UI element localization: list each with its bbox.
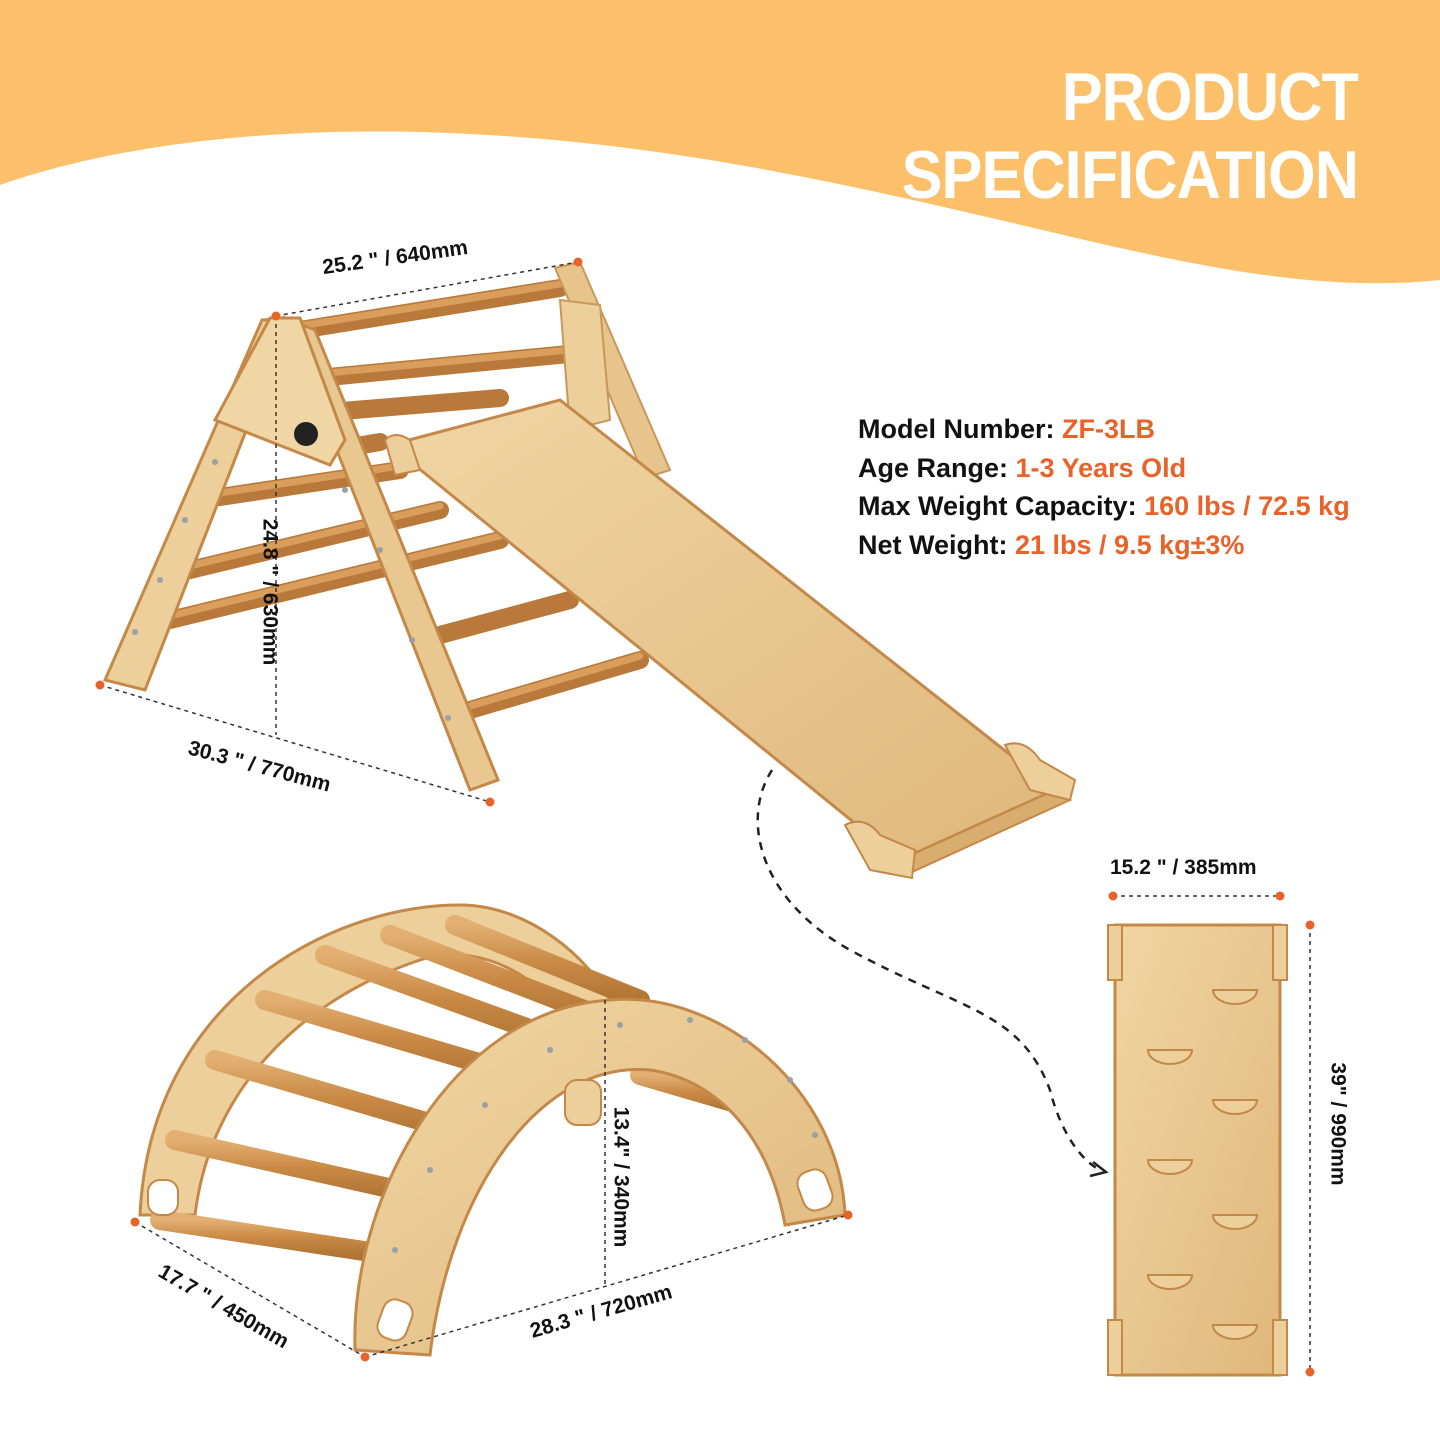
spec-row-weight: Net Weight: 21 lbs / 9.5 kg±3%	[858, 526, 1350, 565]
spec-value: 21 lbs / 9.5 kg±3%	[1015, 529, 1245, 560]
page-title: PRODUCT SPECIFICATION	[818, 58, 1359, 214]
spec-row-age: Age Range: 1-3 Years Old	[858, 449, 1350, 488]
spec-value: 160 lbs / 72.5 kg	[1144, 491, 1350, 521]
spec-list: Model Number: ZF-3LB Age Range: 1-3 Year…	[858, 410, 1350, 564]
dim-ramp-length: 39" / 990mm	[1326, 1062, 1350, 1186]
flip-arrow	[756, 769, 1101, 1172]
spec-label: Net Weight:	[858, 529, 1015, 560]
spec-label: Model Number:	[858, 414, 1063, 444]
dimension-endpoints	[95, 257, 1315, 1377]
title-line-1: PRODUCT	[1061, 59, 1359, 135]
dim-triangle-height: 24.8 " / 630mm	[258, 518, 282, 666]
pikler-triangle	[102, 260, 1077, 880]
spec-value: ZF-3LB	[1062, 414, 1155, 444]
spec-label: Max Weight Capacity:	[858, 491, 1145, 521]
dim-ramp-width: 15.2 " / 385mm	[1110, 856, 1257, 879]
dimension-lines	[99, 261, 1311, 1372]
dim-arch-height: 13.4" / 340mm	[609, 1106, 633, 1248]
spec-row-capacity: Max Weight Capacity: 160 lbs / 72.5 kg	[858, 487, 1350, 526]
ramp-climbing-side	[1107, 923, 1288, 1377]
climbing-arch	[138, 903, 847, 1357]
spec-label: Age Range:	[858, 452, 1016, 483]
title-line-2: SPECIFICATION	[901, 137, 1359, 213]
header-banner	[0, 0, 1440, 284]
spec-value: 1-3 Years Old	[1015, 452, 1187, 483]
spec-row-model: Model Number: ZF-3LB	[858, 410, 1350, 449]
